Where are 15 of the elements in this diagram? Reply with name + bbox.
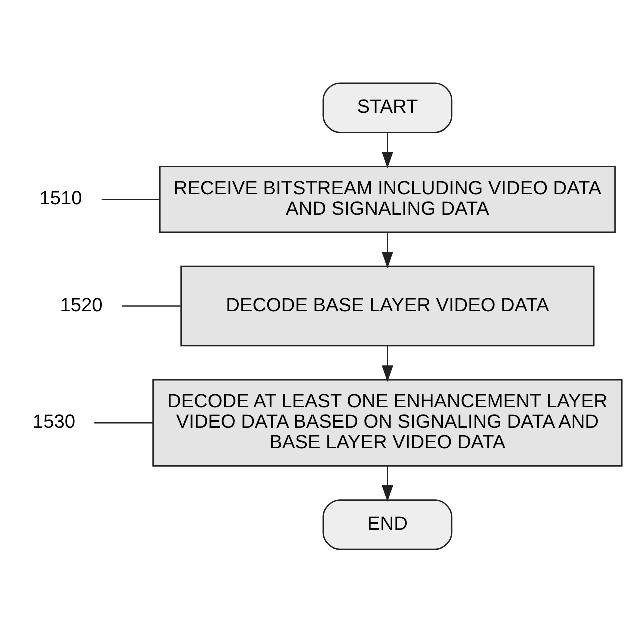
node-box: START	[322, 82, 453, 134]
node-text: 1530	[32, 412, 76, 434]
arrow	[382, 346, 394, 382]
node-text: 1520	[60, 295, 103, 316]
node-text: 1510	[40, 188, 82, 210]
arrow	[382, 132, 394, 168]
connector	[94, 422, 153, 424]
arrow	[382, 232, 394, 268]
connector	[102, 198, 160, 200]
node-box: DECODE BASE LAYER VIDEO DATA	[180, 266, 595, 347]
arrow	[382, 466, 394, 502]
node-box: DECODE AT LEAST ONE ENHANCEMENT LAYER VIDEO DATA BASED ON SIGNALING DATA AND BASE LAYER VIDEO DATA	[152, 379, 623, 467]
node-box: RECEIVE BITSTREAM INCLUDING VIDEO DATA AND SIGNALING DATA	[159, 166, 616, 234]
connector	[122, 306, 181, 307]
node-box: END	[322, 500, 453, 550]
